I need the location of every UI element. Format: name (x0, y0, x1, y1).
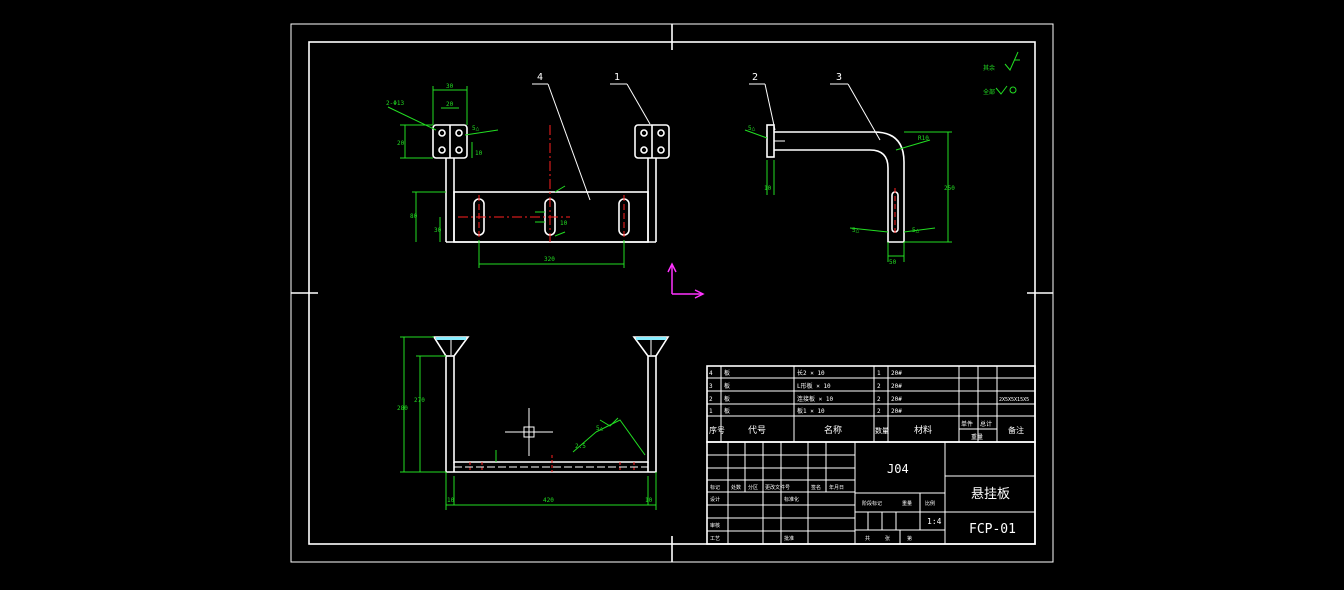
label-date: 年月日 (829, 484, 844, 491)
bom-header-name: 名称 (824, 424, 842, 436)
bom-cell-name: 长2 × 10 (797, 369, 825, 377)
dim-side-r: R10 (918, 135, 929, 142)
bom-header-weight: 重量 (971, 433, 983, 441)
bom-cell-name: 连接板 × 10 (797, 395, 833, 403)
label-sign: 签名 (811, 484, 821, 491)
bom-cell-no: 2 (709, 396, 713, 403)
label-change-doc: 更改文件号 (765, 484, 790, 491)
bom-cell-no: 3 (709, 383, 713, 390)
dim-side-h: 250 (944, 185, 955, 192)
label-weight: 重量 (902, 500, 912, 507)
dim-bot-l1: 10 (447, 497, 455, 504)
dim-front-len: 320 (544, 256, 555, 263)
bom-cell-material: 20# (891, 383, 902, 390)
dim-bot-weld: 5△ (596, 425, 604, 432)
dim-bot-h2: 270 (414, 397, 425, 404)
label-count: 处数 (731, 484, 741, 491)
bom-header-total: 总计 (980, 420, 992, 428)
bom-cell-material: 20# (891, 408, 902, 415)
bom-cell-code: 板 (724, 395, 730, 403)
centering-marks (291, 24, 1053, 562)
bom-cell-note: 2X5X5X15X5 (999, 397, 1029, 403)
bom-header-code: 代号 (748, 425, 766, 436)
bom-cell-name: L形板 × 10 (797, 382, 831, 390)
balloon-3: 3 (836, 72, 842, 83)
bom-header-qty: 数量 (875, 426, 889, 435)
dim-side-weld1: 5△ (748, 125, 756, 132)
part-name: 悬挂板 (971, 487, 1010, 502)
dim-top-w2: 20 (446, 101, 454, 108)
bom-cell-qty: 2 (877, 396, 881, 403)
dim-front-slot: 10 (560, 220, 568, 227)
roughness-note: 其余 全部 (983, 51, 1020, 96)
dim-front-h1: 80 (410, 213, 418, 220)
roughness-label-2: 全部 (983, 88, 995, 96)
label-design: 设计 (710, 496, 720, 503)
dim-side-w: 50 (889, 259, 897, 266)
dim-side-weld2: 5△ (852, 227, 860, 234)
dim-side-t: 10 (764, 185, 772, 192)
dim-side-weld3: 5△ (912, 227, 920, 234)
balloon-4: 4 (537, 72, 543, 83)
bom-cell-name: 板1 × 10 (797, 407, 825, 415)
side-view-dimensions: 250 50 R10 10 5△ 5△ 5△ (744, 125, 955, 266)
label-approve: 批准 (784, 535, 794, 542)
dim-bot-l2: 10 (645, 497, 653, 504)
bom-cell-qty: 2 (877, 383, 881, 390)
ucs-icon (667, 262, 705, 299)
dim-bot-h1: 280 (397, 405, 408, 412)
bom-cell-no: 4 (709, 370, 713, 377)
balloon-leaders: 4 1 2 3 (532, 72, 881, 201)
label-sheet: 张 (885, 535, 890, 542)
drawing-number: FCP-01 (969, 522, 1016, 537)
label-sheet-of: 第 (907, 535, 912, 542)
bom-cell-qty: 2 (877, 408, 881, 415)
label-stage: 阶段标记 (862, 500, 882, 507)
title-block: J04 悬挂板 FCP-01 1:4 标记 处数 分区 更改文件号 签名 年月日… (706, 441, 1036, 545)
side-view[interactable] (766, 124, 905, 243)
front-view[interactable] (432, 124, 670, 243)
top-view-dimensions: 280 270 420 10 10 5△ 2.5 (397, 336, 657, 510)
material-mark: J04 (887, 462, 909, 476)
bom-cell-code: 板 (724, 382, 730, 390)
label-standard: 标准化 (784, 496, 799, 503)
bom-header-material: 材料 (914, 424, 932, 436)
bom-header-note: 备注 (1008, 425, 1024, 435)
bom-cell-code: 板 (724, 369, 730, 377)
balloon-2: 2 (752, 72, 758, 83)
bom-header-no: 序号 (709, 425, 725, 435)
front-view-dimensions: 30 20 20 10 2-Φ13 5△ 80 30 320 10 (386, 83, 625, 268)
label-total: 共 (865, 535, 870, 542)
dim-front-h2: 30 (434, 227, 442, 234)
dim-bot-gap: 2.5 (575, 443, 586, 450)
bom-cell-no: 1 (709, 408, 713, 415)
bom-cell-code: 板 (724, 407, 730, 415)
bom-header-single: 单件 (961, 420, 973, 428)
label-mark: 标记 (710, 484, 720, 491)
label-zone: 分区 (748, 484, 758, 491)
label-check: 审核 (710, 522, 720, 529)
balloon-1: 1 (614, 72, 620, 83)
dim-top-h1: 20 (397, 140, 405, 147)
bom-cell-qty: 1 (877, 370, 881, 377)
dim-bot-len: 420 (543, 497, 554, 504)
dim-top-weld: 5△ (472, 125, 480, 132)
scale-value: 1:4 (927, 517, 942, 526)
dim-top-h2: 10 (475, 150, 483, 157)
roughness-label-1: 其余 (983, 64, 995, 72)
bom-cell-material: 20# (891, 396, 902, 403)
label-process: 工艺 (710, 536, 720, 542)
top-view[interactable] (432, 336, 670, 473)
dim-top-w1: 30 (446, 83, 454, 90)
dim-top-hole: 2-Φ13 (386, 100, 404, 107)
label-ratio: 比例 (925, 500, 935, 507)
bom-cell-material: 20# (891, 370, 902, 377)
